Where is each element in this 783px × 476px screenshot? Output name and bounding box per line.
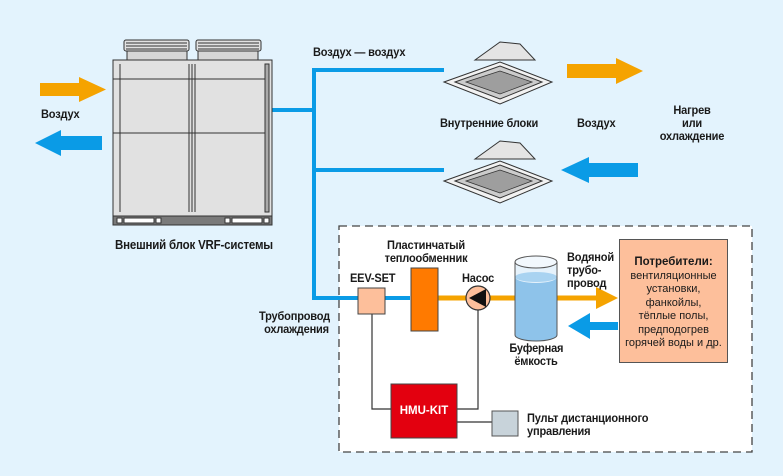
refrigerant-pipe-label-line: Трубопровод: [259, 309, 331, 323]
indoor-unit-1-icon: [442, 41, 554, 105]
consumers-item: горячей воды и др.: [625, 337, 722, 349]
remote-label-line: Пульт дистанционного: [527, 411, 649, 425]
buffer-tank-label: Буферная ёмкость: [509, 341, 564, 368]
plate-hx-label-line: теплообменник: [384, 251, 468, 265]
outdoor-unit-label: Внешний блок VRF-системы: [115, 238, 273, 252]
indoor-air-label: Воздух: [577, 116, 616, 130]
effect-label-line: охлаждение: [659, 129, 725, 143]
consumers-item: фанкойлы,: [645, 296, 702, 309]
effect-label-line: Нагрев: [673, 103, 711, 117]
consumers-item: предподогрев: [638, 323, 709, 336]
water-pipe-label-line: трубо-: [567, 263, 602, 277]
consumers-item: тёплые полы,: [638, 310, 709, 322]
water-pipe-label: Водяной трубо- провод: [567, 251, 614, 290]
consumers-box: Потребители: вентиляционные установки, ф…: [619, 239, 728, 363]
eev-set-block: [357, 287, 386, 315]
consumers-item: вентиляционные: [630, 269, 717, 282]
water-pipe-label-line: Водяной: [567, 250, 614, 264]
indoor-units-label: Внутренние блоки: [440, 116, 539, 130]
indoor-unit-2-icon: [442, 140, 554, 204]
outdoor-unit-icon: [112, 39, 273, 226]
effect-label-line: или: [681, 116, 703, 130]
outdoor-air-label: Воздух: [41, 107, 80, 121]
plate-heat-exchanger: [410, 267, 439, 332]
plate-hx-label: Пластинчатый теплообменник: [385, 239, 468, 265]
hmu-kit-label: HMU-KIT: [399, 405, 449, 417]
outdoor-air-out-arrow: [35, 130, 102, 156]
pump-label: Насос: [462, 271, 495, 285]
buffer-tank-label-line: Буферная: [509, 341, 564, 355]
consumers-title: Потребители:: [634, 256, 713, 268]
buffer-tank-label-line: ёмкость: [514, 354, 558, 368]
eev-set-label: EEV-SET: [350, 271, 396, 285]
control-wires: [371, 308, 492, 423]
remote-label: Пульт дистанционного управления: [527, 412, 648, 438]
remote-control-block[interactable]: [491, 410, 519, 437]
pump-icon: [465, 285, 491, 311]
indoor-air-out-arrow: [567, 58, 643, 84]
water-supply-arrow-head: [596, 287, 618, 309]
indoor-air-in-arrow: [561, 157, 638, 183]
refrigerant-pipe-label: Трубопровод охлаждения: [259, 309, 331, 336]
remote-label-line: управления: [527, 424, 591, 438]
outdoor-air-in-arrow: [40, 77, 106, 102]
effect-label: Нагрев или охлаждение: [655, 104, 729, 143]
water-pipe-label-line: провод: [567, 276, 607, 290]
refrigerant-pipe-label-line: охлаждения: [264, 322, 329, 336]
hmu-kit-block: [390, 383, 458, 439]
plate-hx-label-line: Пластинчатый: [386, 238, 466, 252]
buffer-tank-icon: [514, 255, 558, 342]
water-return-arrow-head: [568, 313, 590, 339]
consumers-item: установки,: [646, 283, 701, 295]
air-to-air-label: Воздух — воздух: [313, 45, 406, 59]
